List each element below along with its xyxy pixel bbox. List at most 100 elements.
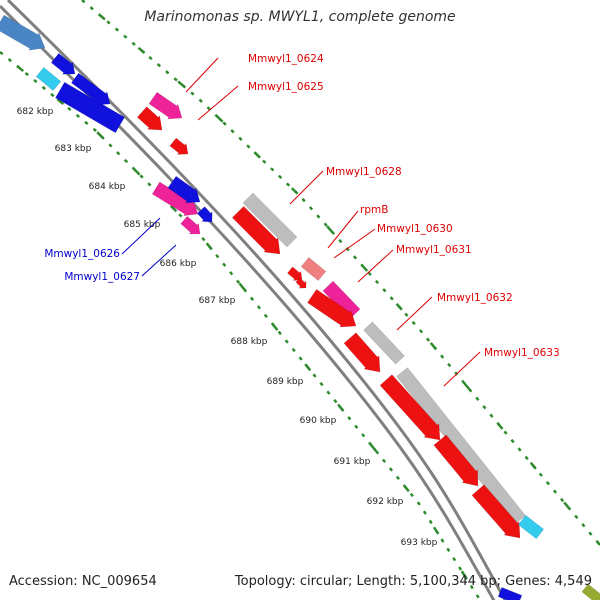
scale-label: 684 kbp — [89, 182, 126, 192]
tick-dot — [33, 78, 38, 84]
tick-dot — [262, 159, 267, 164]
tick-dot — [263, 313, 268, 319]
tick-dot — [475, 396, 480, 401]
gene-label: Mmwyl1_0625 — [248, 81, 324, 93]
gene-arrow — [35, 66, 62, 92]
tick-dot — [475, 594, 480, 599]
tick-major — [429, 342, 437, 350]
leader-line — [327, 210, 359, 249]
gene-arrow — [497, 586, 523, 600]
tick-dot — [447, 362, 452, 368]
tick-major — [271, 323, 279, 331]
gene-label: Mmwyl1_0632 — [437, 292, 513, 304]
tick-dot — [24, 71, 30, 77]
tick-dot — [291, 347, 296, 353]
tick-major — [290, 187, 299, 195]
tick-dot — [468, 388, 473, 393]
tick-major — [137, 46, 146, 54]
gene-arrow — [287, 266, 303, 281]
tick-dot — [338, 238, 343, 244]
leader-line — [185, 57, 219, 93]
tick-dot — [89, 6, 94, 11]
scale-label: 691 kbp — [334, 457, 371, 467]
label-leader-lines — [121, 57, 481, 387]
gene-features — [0, 14, 600, 600]
tick-dot — [404, 312, 409, 317]
gene-arrow — [169, 137, 189, 155]
scale-label: 683 kbp — [55, 144, 92, 154]
tick-dot — [173, 77, 178, 82]
leader-line — [357, 249, 394, 283]
tick-dot — [326, 390, 331, 395]
tick-dot — [67, 106, 72, 112]
tick-dot — [375, 450, 380, 455]
tick-dot — [147, 182, 152, 187]
gene-label: Mmwyl1_0627 — [64, 271, 140, 283]
tick-dot — [545, 481, 551, 486]
tick-dot — [503, 430, 508, 435]
tick-dot — [361, 433, 366, 438]
tick-dot — [588, 531, 593, 536]
tick-dot — [284, 339, 289, 344]
tick-major — [395, 302, 403, 311]
tick-dot — [333, 399, 338, 404]
tick-major — [215, 115, 224, 123]
gene-arrow — [295, 277, 307, 289]
accession-text: Accession: NC_009654 — [9, 574, 157, 589]
tick-dot — [256, 305, 262, 310]
tick-dot — [368, 441, 373, 446]
tick-dot — [416, 501, 421, 506]
tick-dot — [92, 127, 97, 133]
tick-dot — [510, 438, 515, 444]
tick-dot — [323, 222, 328, 227]
tick-dot — [395, 475, 401, 481]
scale-label: 688 kbp — [231, 337, 268, 347]
tick-dot — [106, 20, 111, 25]
tick-major — [16, 64, 24, 73]
gene-label: Mmwyl1_0631 — [396, 244, 472, 256]
tick-major — [97, 13, 106, 21]
tick-dot — [165, 70, 170, 75]
tick-dot — [446, 547, 451, 553]
scale-label: 690 kbp — [300, 416, 337, 426]
leader-line — [141, 244, 177, 277]
tick-major — [304, 363, 312, 372]
genome-summary-text: Topology: circular; Length: 5,100,344 bp… — [234, 574, 592, 589]
tick-dot — [108, 143, 113, 148]
tick-dot — [354, 424, 359, 429]
tick-major — [463, 382, 471, 390]
tick-dot — [222, 262, 227, 267]
gene-arrow — [433, 434, 479, 487]
leader-line — [443, 351, 481, 387]
tick-dot — [50, 92, 55, 98]
tick-dot — [482, 405, 487, 410]
tick-dot — [278, 174, 283, 180]
tick-major — [337, 403, 345, 412]
tick-major — [177, 80, 186, 88]
tick-dot — [75, 113, 81, 119]
tick-major — [402, 484, 410, 493]
tick-dot — [312, 373, 317, 378]
gene-arrow — [50, 52, 76, 75]
tick-dot — [524, 455, 529, 461]
tick-dot — [190, 91, 195, 96]
tick-major — [496, 422, 504, 430]
tick-dot — [374, 279, 380, 285]
tick-dot — [347, 416, 352, 421]
tick-major — [529, 461, 537, 470]
scale-label: 692 kbp — [367, 497, 404, 507]
gene-arrow — [517, 514, 545, 540]
scale-label: 686 kbp — [160, 259, 197, 269]
gene-arrow — [55, 81, 125, 134]
tick-dot — [285, 182, 291, 187]
gene-label: Mmwyl1_0626 — [44, 248, 120, 260]
tick-major — [460, 570, 468, 579]
scale-label: 685 kbp — [124, 220, 161, 230]
tick-dot — [249, 296, 255, 301]
tick-dot — [489, 413, 494, 418]
tick-dot — [319, 381, 324, 387]
gene-arrow — [363, 321, 405, 365]
